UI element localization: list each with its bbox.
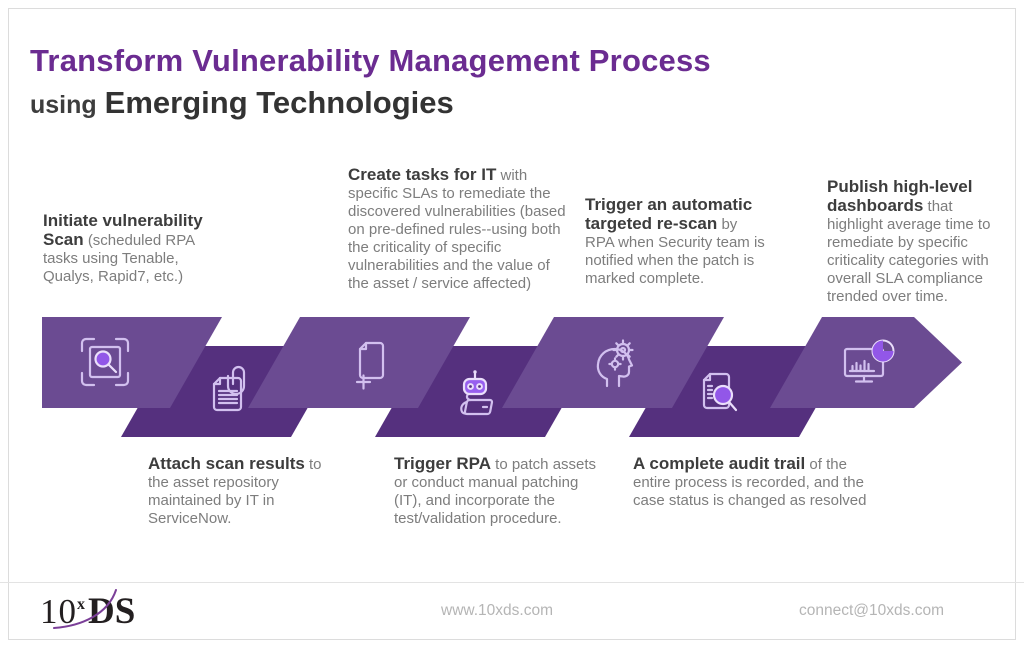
attach-results-icon — [204, 363, 260, 419]
process-step-shape-7 — [770, 317, 962, 408]
step-text-rescan: Trigger an automatic targeted re-scan by… — [585, 196, 767, 288]
step-bold-text: Initiate vulnerability Scan — [43, 211, 203, 249]
step-body-text: to patch assets or conduct manual patchi… — [394, 456, 597, 527]
logo-letters: DS — [88, 591, 136, 632]
step-body-text: that highlight average time to remediate… — [827, 198, 991, 305]
step-text-attach-results: Attach scan results to the asset reposit… — [148, 455, 343, 528]
step-text-audit-trail: A complete audit trail of the entire pro… — [633, 455, 871, 510]
step-body-text: to the asset repository maintained by IT… — [148, 456, 322, 527]
step-text-create-tasks: Create tasks for IT with specific SLAs t… — [348, 166, 566, 293]
logo-exponent: x — [77, 596, 85, 613]
rpa-robot-icon — [447, 367, 503, 423]
title-line-1: Transform Vulnerability Management Proce… — [30, 43, 711, 78]
title-prefix: using — [30, 90, 97, 119]
footer-divider — [0, 582, 1024, 583]
create-task-icon — [344, 336, 400, 392]
step-text-trigger-rpa: Trigger RPA to patch assets or conduct m… — [394, 455, 601, 528]
step-body-text: (scheduled RPA tasks using Tenable, Qual… — [43, 232, 195, 285]
step-bold-text: Trigger an automatic targeted re-scan — [585, 195, 753, 233]
step-body-text: by RPA when Security team is notified wh… — [585, 216, 765, 287]
title-main: Emerging Technologies — [104, 84, 454, 120]
rescan-cognitive-icon — [585, 337, 641, 393]
footer-website: www.10xds.com — [441, 602, 553, 619]
step-text-initiate-scan: Initiate vulnerability Scan (scheduled R… — [43, 212, 218, 286]
step-bold-text: Publish high-level dashboards — [827, 177, 973, 215]
10xds-logo: 10xDS — [40, 589, 136, 633]
step-bold-text: Trigger RPA — [394, 454, 491, 473]
step-bold-text: Create tasks for IT — [348, 165, 497, 184]
dashboard-chart-icon — [839, 336, 895, 392]
footer-email: connect@10xds.com — [799, 602, 944, 619]
audit-trail-icon — [692, 365, 748, 421]
step-body-text: of the entire process is recorded, and t… — [633, 456, 867, 509]
page-title: Transform Vulnerability Management Proce… — [30, 42, 711, 121]
scan-search-icon — [77, 334, 133, 390]
step-bold-text: Attach scan results — [148, 454, 305, 473]
step-bold-text: A complete audit trail — [633, 454, 806, 473]
step-text-dashboards: Publish high-level dashboards that highl… — [827, 178, 1005, 306]
step-body-text: with specific SLAs to remediate the disc… — [348, 167, 566, 292]
logo-number: 10 — [40, 592, 77, 631]
